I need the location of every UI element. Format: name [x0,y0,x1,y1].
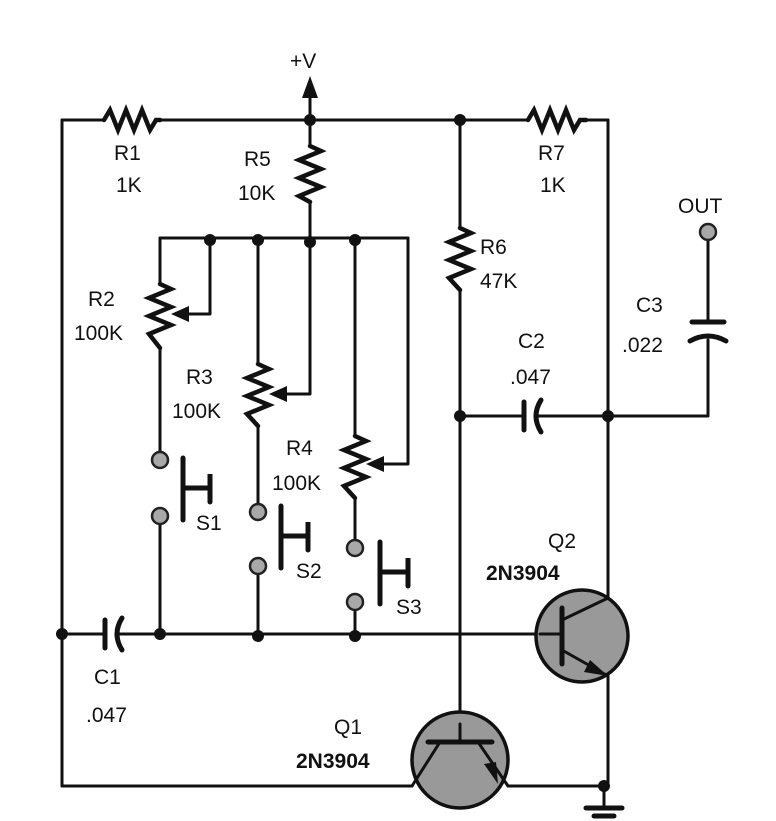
r7-name-label: R7 [538,142,565,165]
c3-value-label: .022 [622,334,663,357]
junction-dot [252,630,264,642]
junction-dot [454,410,466,422]
r4-value-label: 100K [272,472,321,495]
c1-value-label: .047 [86,704,127,727]
q2-part-label: 2N3904 [486,562,560,585]
junction-dots [56,114,614,792]
wiper-arrow-icon [269,386,287,402]
c2-value-label: .047 [510,366,551,389]
pushbutton-switch-s1 [180,455,213,523]
r2-name-label: R2 [88,288,115,311]
wiper-arrow-icon [366,456,384,472]
r4-name-label: R4 [286,437,313,460]
junction-dot [304,236,316,248]
output-label: OUT [678,195,723,218]
resistor-r6 [443,225,477,293]
wire [283,238,312,396]
wiper-arrow-icon [171,306,189,322]
resistor-r7 [525,103,589,137]
junction-dot [349,630,361,642]
pushbutton-switch-s2 [278,503,311,571]
junction-dot [56,628,68,640]
r2-value-label: 100K [74,322,123,345]
r7-value-label: 1K [540,174,566,197]
r1-value-label: 1K [116,174,142,197]
wires [60,93,710,807]
r1-name-label: R1 [114,142,141,165]
q1-part-label: 2N3904 [296,750,370,773]
switch-terminal [345,592,365,612]
junction-dot [602,410,614,422]
wire [380,236,410,466]
switch-terminal [248,556,268,576]
transistor-q2 [534,588,630,684]
switch-terminal [150,506,170,526]
switch-terminal [150,450,170,470]
wire [606,338,710,418]
pushbutton-switch-s3 [377,539,411,607]
transistor-q1 [410,710,510,810]
resistor-r1 [101,103,163,137]
capacitor-c2 [521,397,544,435]
junction-dot [154,628,166,640]
s3-label: S3 [396,596,422,619]
c1-name-label: C1 [94,666,121,689]
r3-name-label: R3 [186,366,213,389]
junction-dot [349,234,361,246]
potentiometer-r4 [338,433,372,501]
wire [183,238,212,316]
q1-name-label: Q1 [334,716,362,739]
supply-label: +V [290,50,316,73]
resistor-r5 [293,143,327,205]
junction-dot [204,234,216,246]
r6-name-label: R6 [480,236,507,259]
capacitor-c1 [102,615,125,653]
s1-label: S1 [196,512,222,535]
q2-name-label: Q2 [548,530,576,553]
junction-dot [252,234,264,246]
junction-dot [304,114,316,126]
capacitor-c3 [687,319,729,344]
c2-name-label: C2 [518,330,545,353]
ground-icon [583,805,625,819]
potentiometer-r3 [241,361,275,429]
potentiometer-r2 [143,281,177,351]
switch-terminal [248,502,268,522]
r5-name-label: R5 [244,148,271,171]
junction-dot [454,114,466,126]
supply-arrow-icon [302,76,318,98]
junction-dot [598,780,610,792]
s2-label: S2 [296,560,322,583]
terminals [150,222,718,612]
r6-value-label: 47K [480,270,517,293]
output-terminal [698,222,718,242]
r3-value-label: 100K [172,400,221,423]
switch-terminal [345,538,365,558]
r5-value-label: 10K [238,182,275,205]
c3-name-label: C3 [636,294,663,317]
